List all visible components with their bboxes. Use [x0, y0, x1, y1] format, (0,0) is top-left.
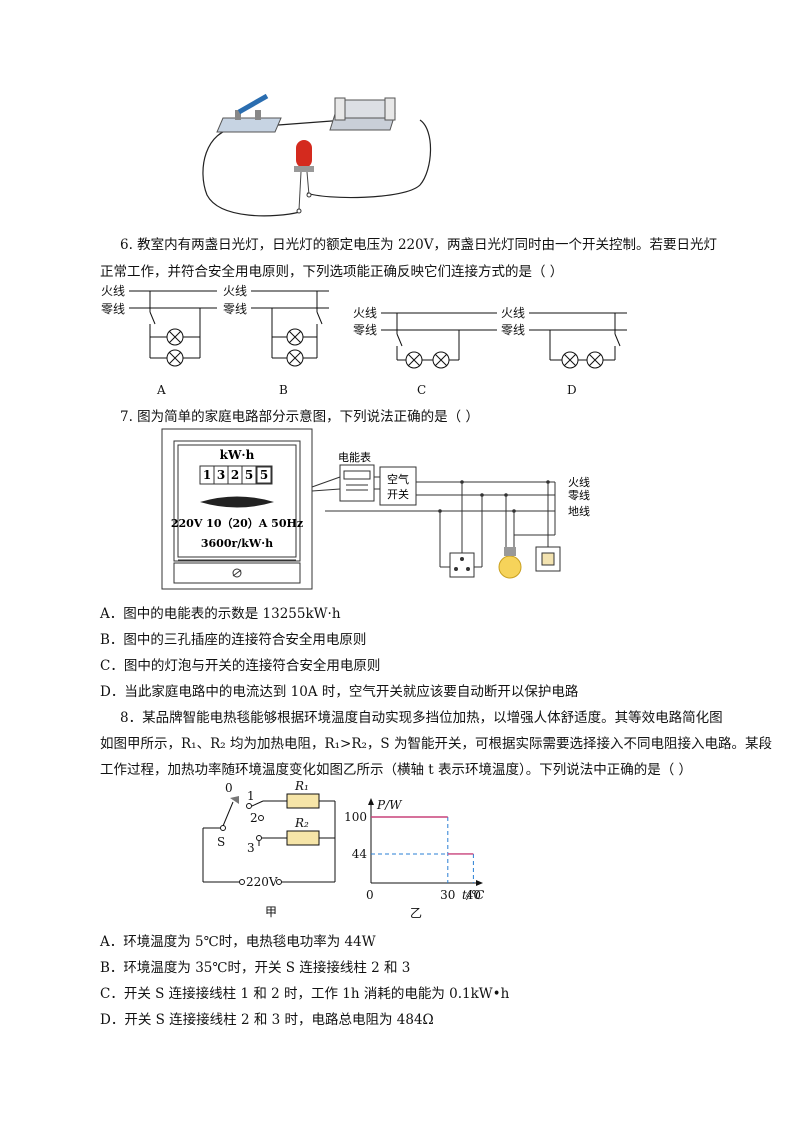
q7-option-d: D．当此家庭电路中的电流达到 10A 时，空气开关就应该要自动断开以保护电路	[100, 684, 579, 700]
ground-wire-label: 地线	[568, 504, 590, 518]
q8-power-graph: P/W t/℃ 0 30 40 100 44 乙	[345, 798, 485, 920]
q8-option-c: C．开关 S 连接接线柱 1 和 2 时，工作 1h 消耗的电能为 0.1kW•…	[100, 986, 510, 1002]
meter-digit: 5	[260, 468, 268, 482]
svg-text:火线: 火线	[353, 306, 377, 320]
x-tick-label: 40	[466, 888, 481, 902]
small-meter-label: 电能表	[338, 450, 371, 464]
meter-rate: 3600r/kW·h	[201, 537, 273, 550]
q6-diagram-d: 火线 零线 D	[501, 306, 627, 397]
svg-text:3: 3	[247, 841, 255, 855]
svg-text:B: B	[279, 383, 288, 397]
y-axis-label: P/W	[376, 798, 403, 812]
meter-spec: 220V 10（20）A 50Hz	[171, 517, 303, 530]
switch-s-label: S	[217, 835, 225, 849]
y-tick-label: 44	[352, 847, 368, 861]
figure-yi-caption: 乙	[410, 906, 422, 920]
circuit-photo-figure	[202, 93, 432, 217]
svg-text:零线: 零线	[353, 323, 377, 337]
small-meter-icon: 电能表	[338, 450, 375, 502]
knife-switch-icon	[216, 93, 282, 133]
neutral-label: 零线	[101, 302, 125, 316]
electric-meter-icon: kW·h 1 3 2 5 5 220V 10（20）A 50Hz 3600r/k…	[161, 428, 313, 590]
wall-switch-icon	[514, 482, 561, 572]
q7-option-b: B．图中的三孔插座的连接符合安全用电原则	[100, 632, 367, 648]
q8-option-b: B．环境温度为 35℃时，开关 S 连接接线柱 2 和 3	[100, 960, 411, 976]
q8-stem-line1: 8．某品牌智能电热毯能够根据环境温度自动实现多挡位加热，以增强人体舒适度。其等效…	[120, 710, 723, 726]
q7-option-a: A．图中的电能表的示数是 13255kW·h	[100, 606, 341, 622]
neutral-wire-label: 零线	[568, 488, 590, 502]
red-lamp-icon	[294, 140, 314, 214]
svg-text:D: D	[567, 383, 577, 397]
three-hole-socket-icon	[439, 482, 483, 578]
svg-text:火线: 火线	[223, 284, 247, 298]
y-tick-label: 100	[345, 810, 367, 824]
meter-digit: 1	[203, 468, 211, 482]
breaker-label-1: 空气	[387, 472, 409, 486]
svg-text:零线: 零线	[501, 323, 525, 337]
q6-diagrams: 火线 零线 A 火线 零线 B	[101, 284, 627, 397]
q8-circuit-figure: 0 1 S 2 3 R₁ R₂ 220V 甲	[202, 780, 336, 919]
meter-digit: 2	[231, 468, 239, 482]
breaker-label-2: 开关	[387, 487, 409, 501]
meter-digit: 3	[217, 468, 225, 482]
x-tick-label: 30	[440, 888, 455, 902]
svg-text:2: 2	[250, 811, 258, 825]
light-bulb-icon	[498, 495, 522, 579]
svg-text:零线: 零线	[223, 302, 247, 316]
option-a-label: A	[156, 383, 166, 397]
q8-stem-line3: 工作过程，加热功率随环境温度变化如图乙所示（横轴 t 表示环境温度）。下列说法中…	[100, 762, 693, 778]
q6-diagram-a: 火线 零线 A	[101, 284, 217, 397]
live-wire-label: 火线	[568, 475, 590, 489]
terminal-1-label: 1	[247, 789, 255, 803]
r1-label: R₁	[294, 780, 309, 793]
svg-text:火线: 火线	[501, 306, 525, 320]
q7-stem: 7. 图为简单的家庭电路部分示意图，下列说法正确的是（ ）	[120, 409, 479, 425]
svg-text:C: C	[417, 383, 426, 397]
q7-option-c: C．图中的灯泡与开关的连接符合安全用电原则	[100, 658, 381, 674]
live-label: 火线	[101, 284, 125, 298]
q6-stem-line1: 6. 教室内有两盏日光灯，日光灯的额定电压为 220V，两盏日光灯同时由一个开关…	[120, 237, 717, 253]
origin-label: 0	[366, 888, 374, 902]
air-switch-icon: 空气 开关	[379, 466, 417, 506]
motor-icon	[329, 97, 396, 131]
q6-diagram-b: 火线 零线 B	[223, 284, 329, 397]
source-label: 220V	[246, 875, 278, 889]
q8-option-a: A．环境温度为 5℃时，电热毯电功率为 44W	[100, 934, 376, 950]
meter-unit: kW·h	[220, 448, 255, 462]
q6-diagram-c: 火线 零线 C	[353, 306, 497, 397]
q7-household-circuit: kW·h 1 3 2 5 5 220V 10（20）A 50Hz 3600r/k…	[161, 428, 590, 590]
r2-label: R₂	[294, 816, 309, 830]
x-axis-label: t/℃	[462, 888, 485, 902]
q8-stem-line2: 如图甲所示，R₁、R₂ 均为加热电阻，R₁>R₂，S 为智能开关，可根据实际需要…	[100, 736, 772, 752]
q6-stem-line2: 正常工作，并符合安全用电原则，下列选项能正确反映它们连接方式的是（ ）	[100, 264, 564, 280]
figure-jia-caption: 甲	[265, 905, 277, 919]
q8-option-d: D．开关 S 连接接线柱 2 和 3 时，电路总电阻为 484Ω	[100, 1012, 434, 1028]
terminal-0-label: 0	[225, 781, 233, 795]
meter-digit: 5	[245, 468, 253, 482]
